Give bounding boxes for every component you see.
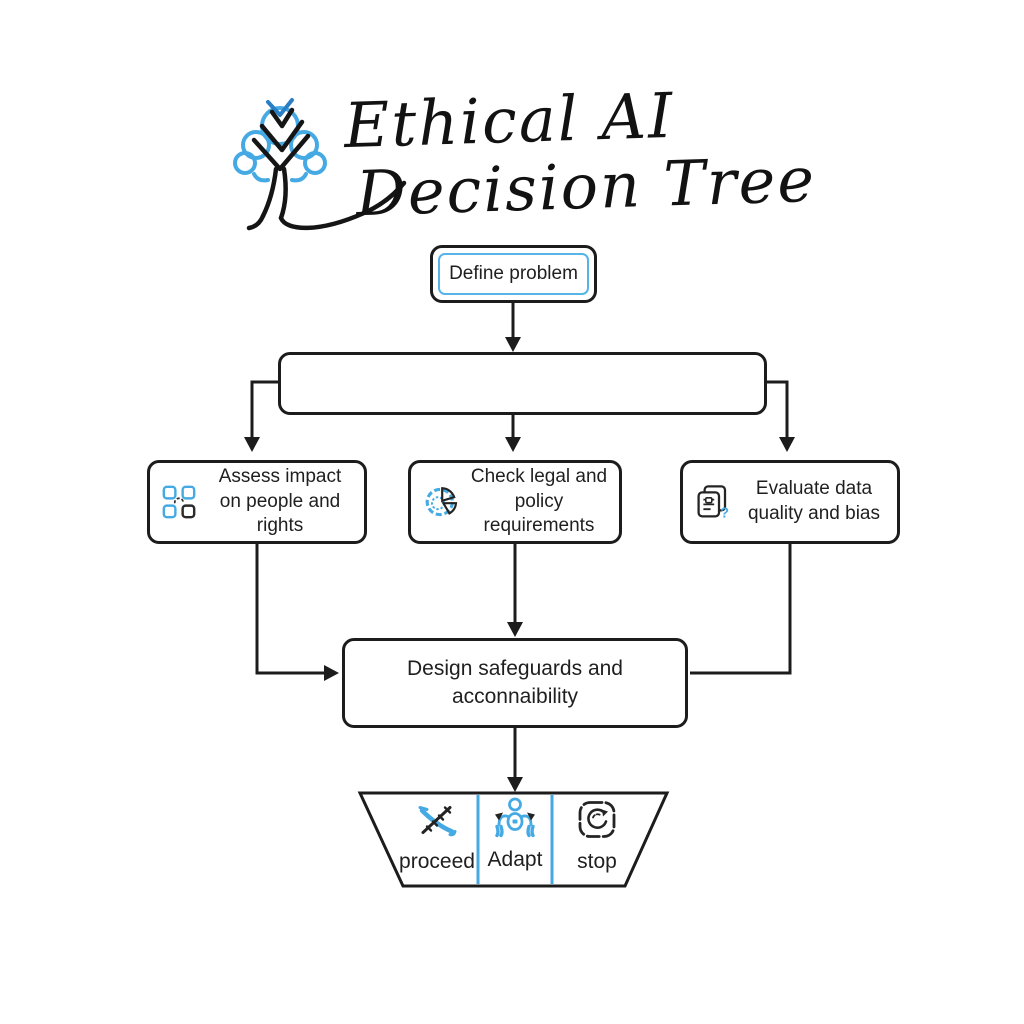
branch-label-check: Check legal and policy requirements [470,465,608,537]
modules-squares-icon [162,485,196,519]
define-problem-inner-border [438,253,589,295]
person-arrows-icon [491,797,539,844]
merge-node-design-safeguards: Design safeguards and acconnaibility [342,638,688,728]
branch-label-assess: Assess impact on people and rights [218,465,342,537]
branch-bar-box [278,352,767,415]
branch-node-evaluate-data: ? Evaluate data quality and bias [680,460,900,544]
start-node-label: Define problem [449,263,578,284]
svg-text:?: ? [720,506,729,520]
merge-node-label: Design safeguards and acconnaibility [407,656,623,708]
branch-node-check-legal: Check legal and policy requirements [408,460,622,544]
tree-logo [224,82,414,242]
branch-label-evaluate: Evaluate data quality and bias [747,478,881,524]
branch-node-assess-impact: Assess impact on people and rights [147,460,367,544]
outcome-label-stop: stop [577,850,617,873]
pie-segments-icon [425,487,458,517]
crossed-tools-icon [414,799,460,848]
loop-square-icon [575,798,619,847]
start-node-define-problem: Define problem [430,245,597,303]
outcome-label-proceed: proceed [399,850,475,873]
outcome-trapezoid [357,791,670,888]
documents-question-icon: ? [697,485,729,520]
outcome-label-adapt: Adapt [487,848,543,871]
tree-logo-icon [233,98,407,231]
